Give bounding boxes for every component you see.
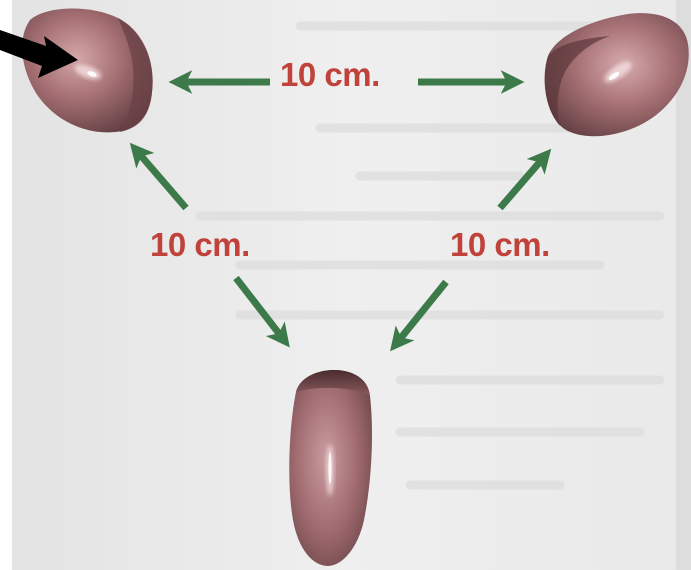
left-edge-strip xyxy=(0,0,12,570)
distance-label-right: 10 cm. xyxy=(450,228,550,261)
distance-label-top: 10 cm. xyxy=(280,58,380,91)
distance-label-left: 10 cm. xyxy=(150,228,250,261)
